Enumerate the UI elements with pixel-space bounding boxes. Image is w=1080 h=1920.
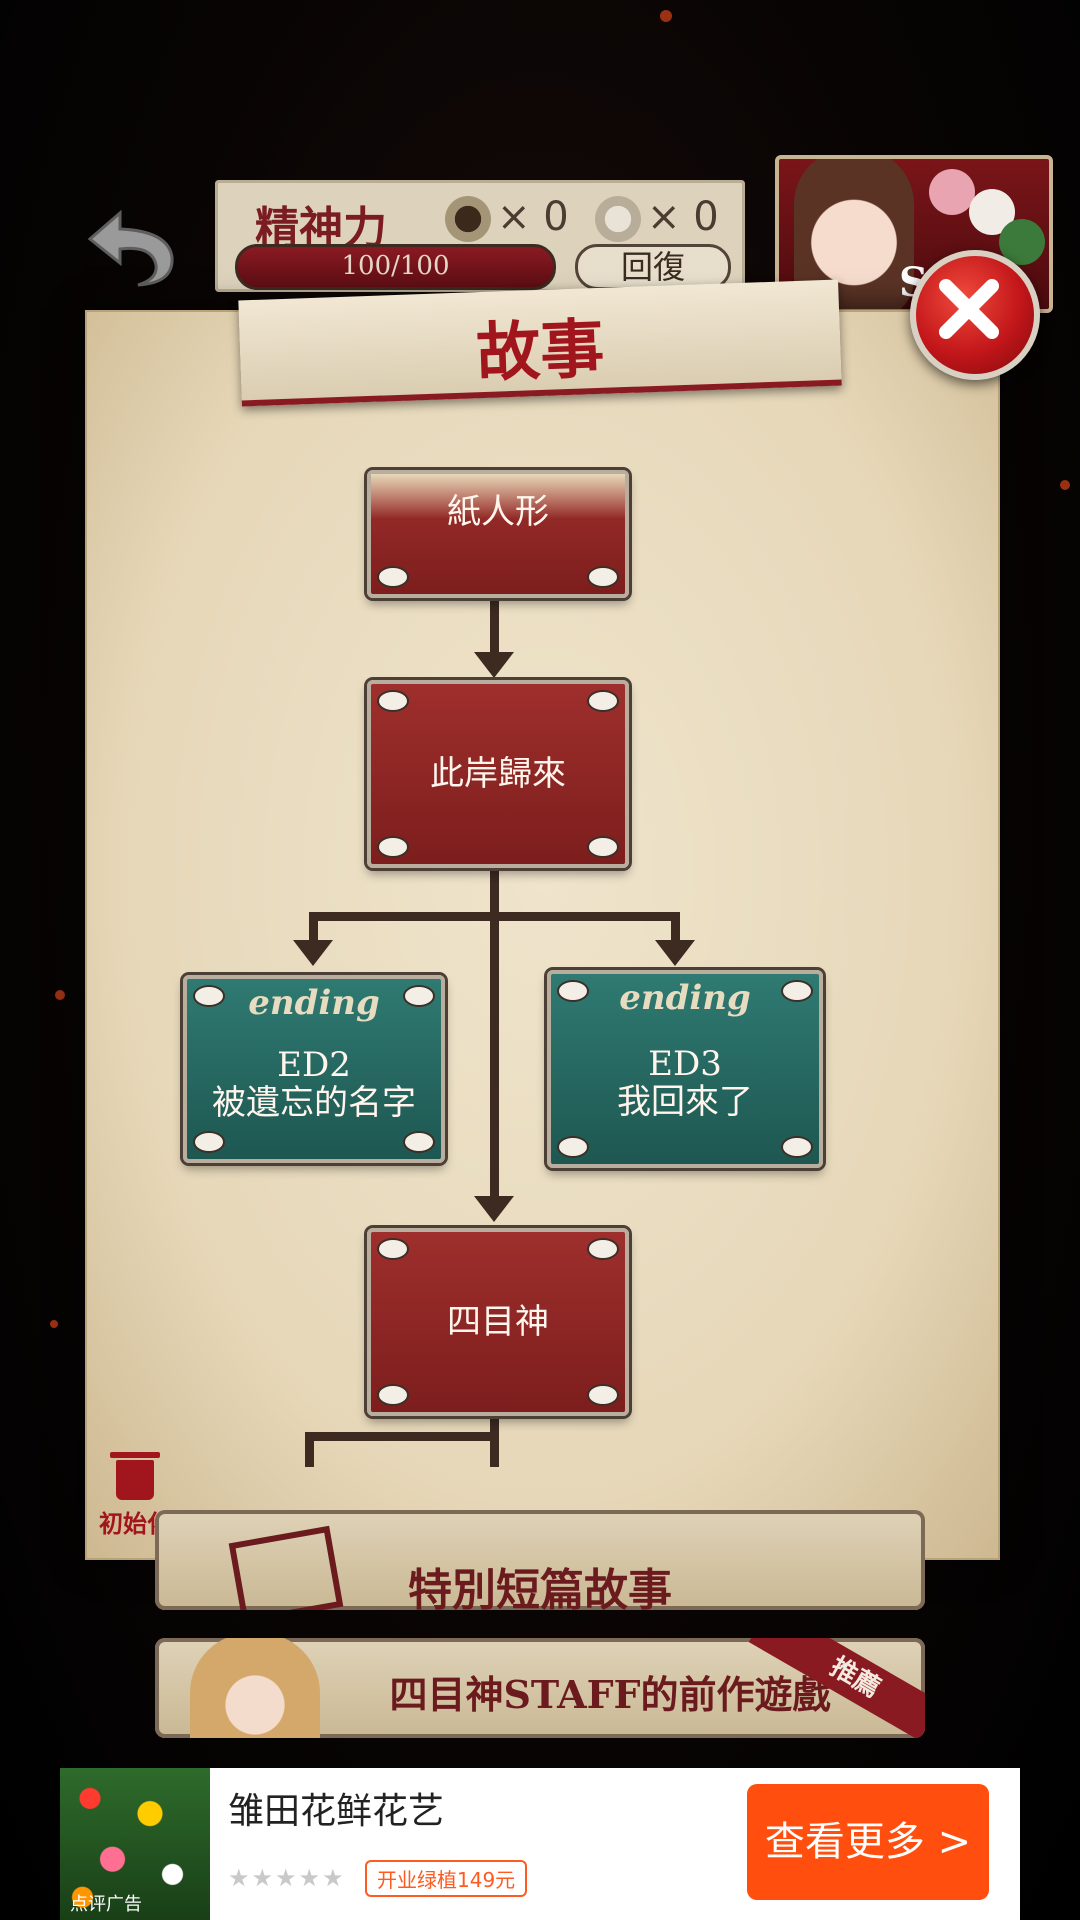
stamina-bar: 100/100 [235,244,556,290]
ad-tag: 点评广告 [70,1894,142,1915]
eye-ornament-icon [587,836,619,858]
story-node-kamihitogata[interactable]: 紙人形 [367,470,629,598]
dango-icon [595,196,641,242]
story-node-ed3[interactable]: ending ED3 我回來了 [547,970,823,1168]
special-story-button[interactable]: 特別短篇故事 [155,1510,925,1610]
eye-ornament-icon [377,836,409,858]
node-label: 此岸歸來 [430,754,566,794]
close-icon [939,279,999,339]
connector-arrow [293,940,333,966]
eye-ornament-icon [781,980,813,1002]
ad-cta-button[interactable]: 查看更多 > [747,1784,989,1900]
stamina-value: 100/100 [341,251,450,281]
story-node-higan[interactable]: 此岸歸來 [367,680,629,868]
back-arrow-icon [87,209,174,287]
node-label: 紙人形 [447,492,549,532]
node-label-line1: ED2 [277,1045,351,1085]
rating-stars: ★★★★★ [228,1864,346,1892]
eye-ornament-icon [781,1136,813,1158]
lantern-icon [445,196,491,242]
character-thumbnail [190,1638,320,1738]
eye-ornament-icon [587,1384,619,1406]
hud-panel: 精神力 × 0 × 0 100/100 回復 [215,180,745,292]
item-2: × 0 [595,194,719,242]
eye-ornament-icon [403,985,435,1007]
connector [490,594,499,656]
ad-image[interactable]: 点评广告 [60,1768,210,1920]
ad-badge: 开业绿植149元 [365,1860,528,1897]
ending-tag: ending [619,978,751,1018]
ad-title: 雏田花鲜花艺 [228,1791,445,1832]
back-button[interactable] [82,205,182,295]
special-story-label: 特別短篇故事 [408,1565,672,1610]
eye-ornament-icon [377,690,409,712]
recover-button[interactable]: 回復 [575,244,731,290]
ending-tag: ending [248,983,380,1023]
eye-ornament-icon [377,1384,409,1406]
eye-ornament-icon [557,1136,589,1158]
eye-ornament-icon [557,980,589,1002]
connector [490,864,499,1204]
connector [309,912,318,942]
connector [305,1432,499,1441]
item-1: × 0 [445,194,569,242]
connector-arrow [474,652,514,678]
connector-arrow [474,1196,514,1222]
eye-ornament-icon [377,1238,409,1260]
ad-banner[interactable]: 点评广告 雏田花鲜花艺 ★★★★★ 开业绿植149元 查看更多 > [60,1768,1020,1920]
node-label: 四目神 [447,1302,549,1342]
eye-ornament-icon [377,566,409,588]
eye-ornament-icon [587,1238,619,1260]
eye-ornament-icon [403,1131,435,1153]
title-banner: 故事 [238,279,842,407]
story-node-ed2[interactable]: ending ED2 被遺忘的名字 [183,975,445,1163]
item-1-count: × 0 [497,194,569,240]
dango-pink-icon [929,169,975,215]
eye-ornament-icon [587,566,619,588]
connector [309,912,680,921]
prev-game-button[interactable]: 四目神STAFF的前作遊戲 推薦 [155,1638,925,1738]
node-label-line2: 我回來了 [617,1082,753,1122]
prev-game-label: 四目神STAFF的前作遊戲 [389,1672,831,1717]
item-2-count: × 0 [647,194,719,240]
page-title: 故事 [475,311,606,392]
eye-ornament-icon [587,690,619,712]
close-button[interactable] [910,250,1040,380]
trash-icon [110,1452,160,1500]
eye-ornament-icon [193,985,225,1007]
eye-ornament-icon [193,1131,225,1153]
connector [305,1432,314,1467]
node-label-line1: ED3 [648,1044,722,1084]
node-label-line2: 被遺忘的名字 [212,1083,416,1123]
connector-arrow [655,940,695,966]
connector [671,912,680,942]
story-node-yotsume[interactable]: 四目神 [367,1228,629,1416]
